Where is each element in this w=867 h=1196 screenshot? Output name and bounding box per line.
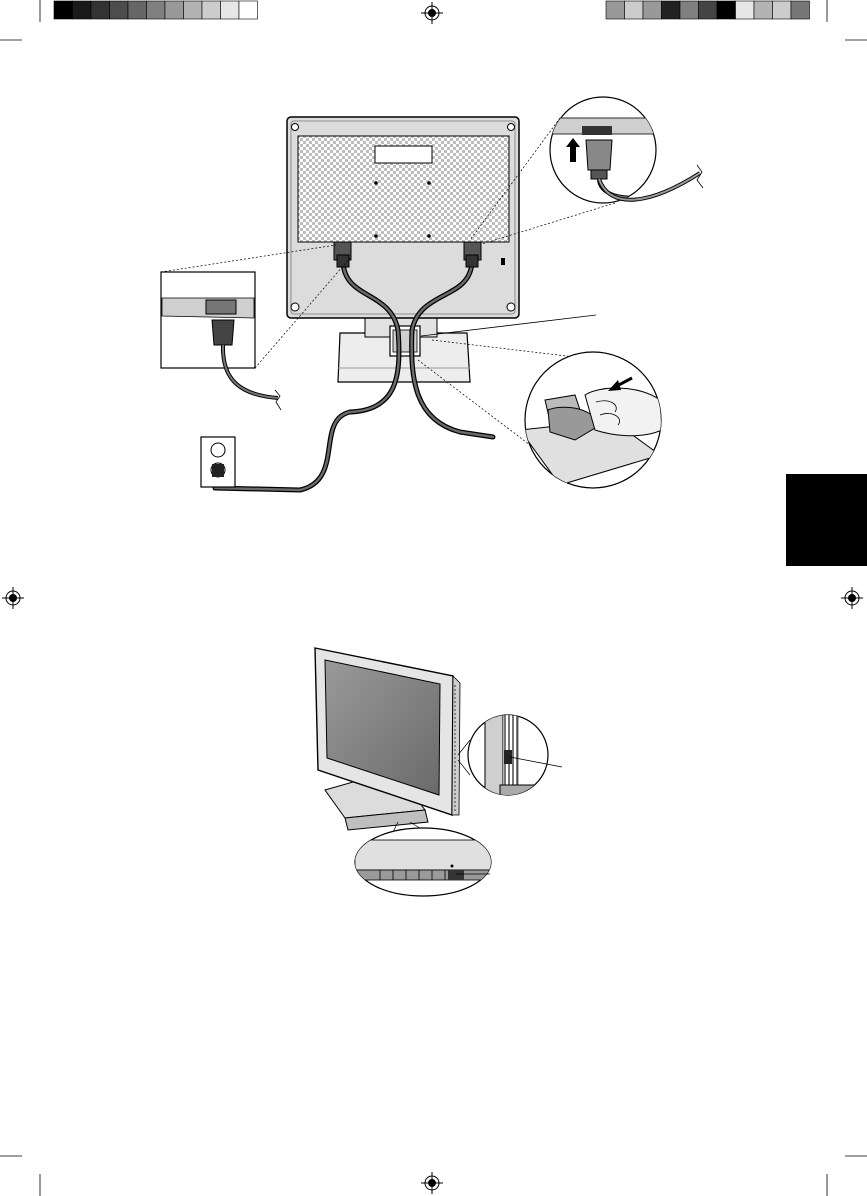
cable-holder-inset: [417, 339, 662, 489]
side-controls-inset: [457, 714, 563, 796]
monitor-rear-view: [286, 116, 520, 383]
color-bar-icon: [53, 0, 258, 20]
color-patch: [661, 0, 681, 20]
color-patch: [127, 0, 147, 20]
front-buttons-inset: [354, 821, 492, 897]
color-patch: [164, 0, 184, 20]
color-patch: [109, 0, 129, 20]
color-patch: [790, 0, 810, 20]
wall-outlet: [200, 436, 236, 488]
color-patch: [624, 0, 644, 20]
color-patch: [238, 0, 258, 20]
signal-connector-inset: [469, 96, 704, 245]
power-connector-inset: [160, 244, 351, 411]
color-patch: [53, 0, 73, 20]
color-patch: [772, 0, 792, 20]
color-patch: [220, 0, 240, 20]
color-patch: [605, 0, 625, 20]
color-bar-icon: [605, 0, 810, 20]
color-patch: [72, 0, 92, 20]
up-arrow-icon: [566, 138, 580, 162]
color-patch: [146, 0, 166, 20]
color-patch: [716, 0, 736, 20]
section-tab: [786, 474, 867, 566]
color-patch: [201, 0, 221, 20]
color-patch: [679, 0, 699, 20]
left-arrow-icon: [608, 376, 633, 391]
color-patch: [698, 0, 718, 20]
color-patch: [183, 0, 203, 20]
signal-cable: [409, 259, 496, 440]
monitor-front-view: [314, 647, 461, 831]
color-patch: [753, 0, 773, 20]
power-cable: [212, 259, 402, 493]
color-patch: [642, 0, 662, 20]
color-patch: [735, 0, 755, 20]
color-patch: [90, 0, 110, 20]
